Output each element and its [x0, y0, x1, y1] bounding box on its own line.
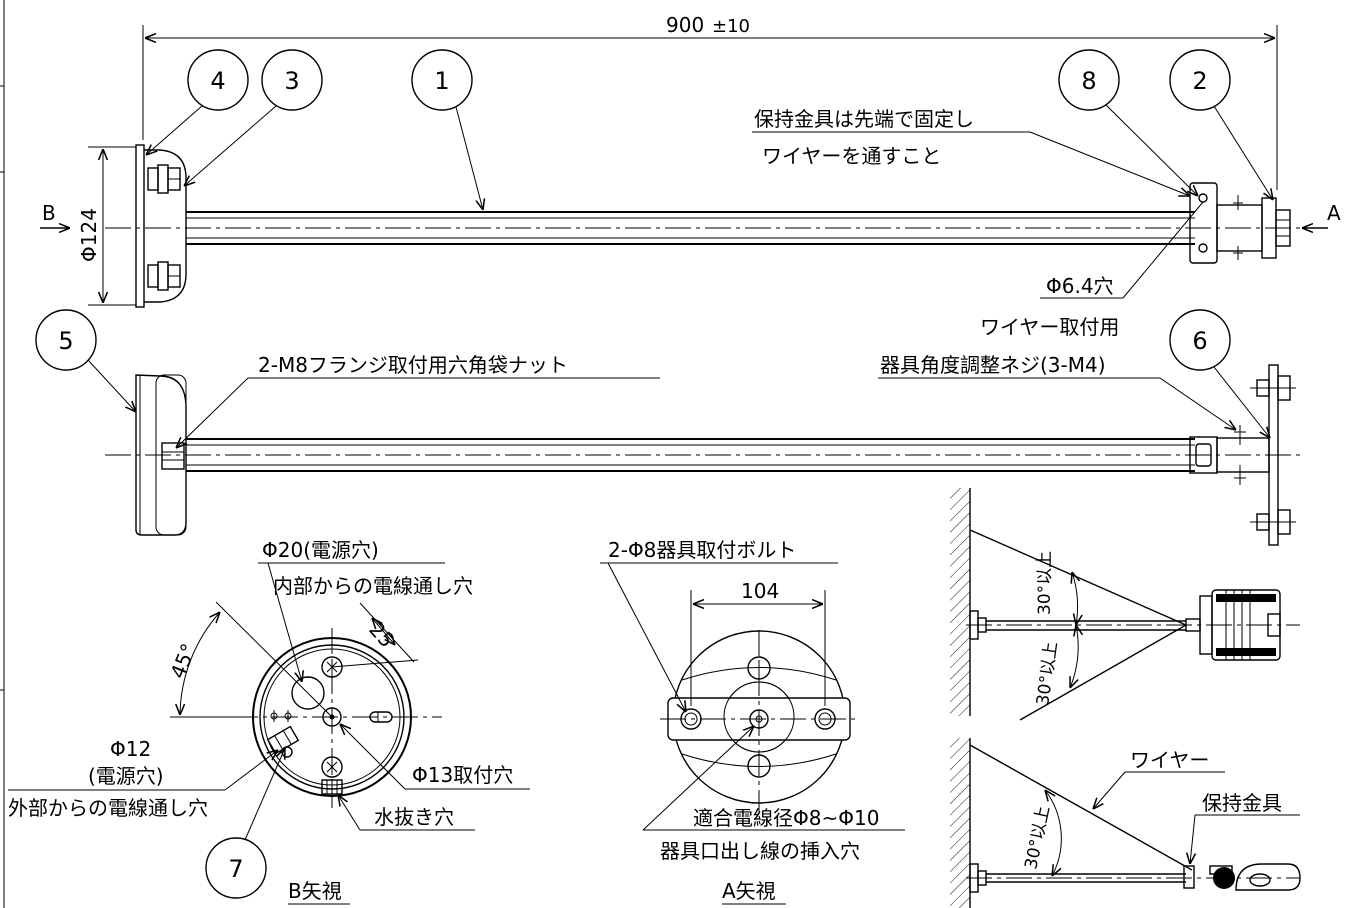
- install-sketch-wire: 30°以上 ワイヤー 保持金具: [950, 738, 1301, 908]
- svg-text:6: 6: [1192, 327, 1207, 355]
- holder-note-line1: 保持金具は先端で固定し: [754, 107, 974, 131]
- svg-text:1: 1: [434, 67, 449, 95]
- balloon-8: 8: [1058, 49, 1120, 111]
- holder-bracket: [1189, 182, 1218, 264]
- holder-fitting: [1183, 865, 1195, 889]
- wire-label: ワイヤー: [1130, 748, 1209, 772]
- view-a-marker: A: [1327, 201, 1341, 225]
- a-view-fixture: 104 2-Φ8器具取付ボルト 適合電線径Φ8~Φ10 器具口出し線の挿入穴 A…: [600, 538, 905, 905]
- flange-nut-top: [147, 164, 181, 194]
- power-hole-20-label: Φ20(電源穴): [262, 538, 379, 562]
- overall-length-tolerance: ±10: [712, 16, 750, 37]
- svg-text:8: 8: [1081, 67, 1096, 95]
- svg-text:2: 2: [1192, 67, 1207, 95]
- svg-text:3: 3: [284, 67, 299, 95]
- angle-screw-note: 器具角度調整ネジ(3-M4): [880, 353, 1106, 377]
- balloon-2: 2: [1169, 49, 1231, 111]
- lead-hole-label: 器具口出し線の挿入穴: [660, 839, 860, 863]
- install-sketch-symmetric: 30°以上 30°以上: [950, 488, 1300, 721]
- view-b-marker: B: [42, 201, 56, 225]
- balloon-6: 6: [1169, 309, 1231, 371]
- bolts-label: 2-Φ8器具取付ボルト: [608, 538, 796, 562]
- wire-hole-label: Φ6.4穴: [1046, 274, 1114, 298]
- svg-text:4: 4: [210, 67, 225, 95]
- a-view-bolt-pitch: 104: [741, 579, 779, 603]
- side-elevation-view: 5 6 2-M8フランジ取付用六角袋ナット 器具角度調整ネジ(3-M4): [35, 309, 1300, 546]
- support-wire: [969, 744, 1193, 871]
- wire-diameter-label: 適合電線径Φ8~Φ10: [693, 806, 879, 830]
- mount-hole-label: Φ13取付穴: [412, 763, 513, 787]
- power-hole-12-sub1: (電源穴): [88, 764, 164, 788]
- overall-length-value: 900: [666, 13, 704, 37]
- flange-nut-bottom: [147, 261, 181, 291]
- top-elevation-view: 900 ±10: [40, 13, 1341, 339]
- drain-hole-label: 水抜き穴: [374, 805, 454, 829]
- wire-hole-purpose: ワイヤー取付用: [980, 315, 1119, 339]
- balloon-3: 3: [261, 49, 323, 111]
- mount-bolt-upper: [1250, 375, 1296, 401]
- mount-bolt-lower: [1250, 509, 1296, 535]
- svg-text:7: 7: [228, 855, 243, 883]
- b-view-title: B矢視: [288, 879, 342, 903]
- b-view-angle: 45°: [165, 640, 201, 682]
- holder-label: 保持金具: [1202, 791, 1282, 815]
- balloon-1: 1: [411, 49, 473, 111]
- angle-upper-label: 30°以上: [1035, 551, 1055, 615]
- power-hole-20: [291, 676, 325, 710]
- angle-lower-label: 30°以上: [1033, 640, 1062, 706]
- a-view-title: A矢視: [722, 879, 776, 903]
- holder-note-line2: ワイヤーを通すこと: [762, 144, 941, 168]
- flange-diameter-label: Φ124: [77, 208, 101, 262]
- balloon-5: 5: [35, 309, 97, 371]
- svg-text:5: 5: [58, 327, 73, 355]
- power-hole-20-sub: 内部からの電線通し穴: [273, 574, 473, 598]
- power-hole-12-sub2: 外部からの電線通し穴: [8, 796, 208, 820]
- b-view-flange: 45° 25 Φ20(電源穴) 内部からの電線通し穴 Φ12 (電源穴) 外部か…: [8, 538, 530, 905]
- balloon-4: 4: [187, 49, 249, 111]
- angle-wire-label: 30°以上: [1021, 804, 1054, 871]
- mount-hole-13: [322, 707, 342, 727]
- balloon-7: 7: [205, 837, 267, 899]
- flange-nut-note: 2-M8フランジ取付用六角袋ナット: [258, 353, 568, 377]
- power-hole-12-label: Φ12: [110, 737, 151, 761]
